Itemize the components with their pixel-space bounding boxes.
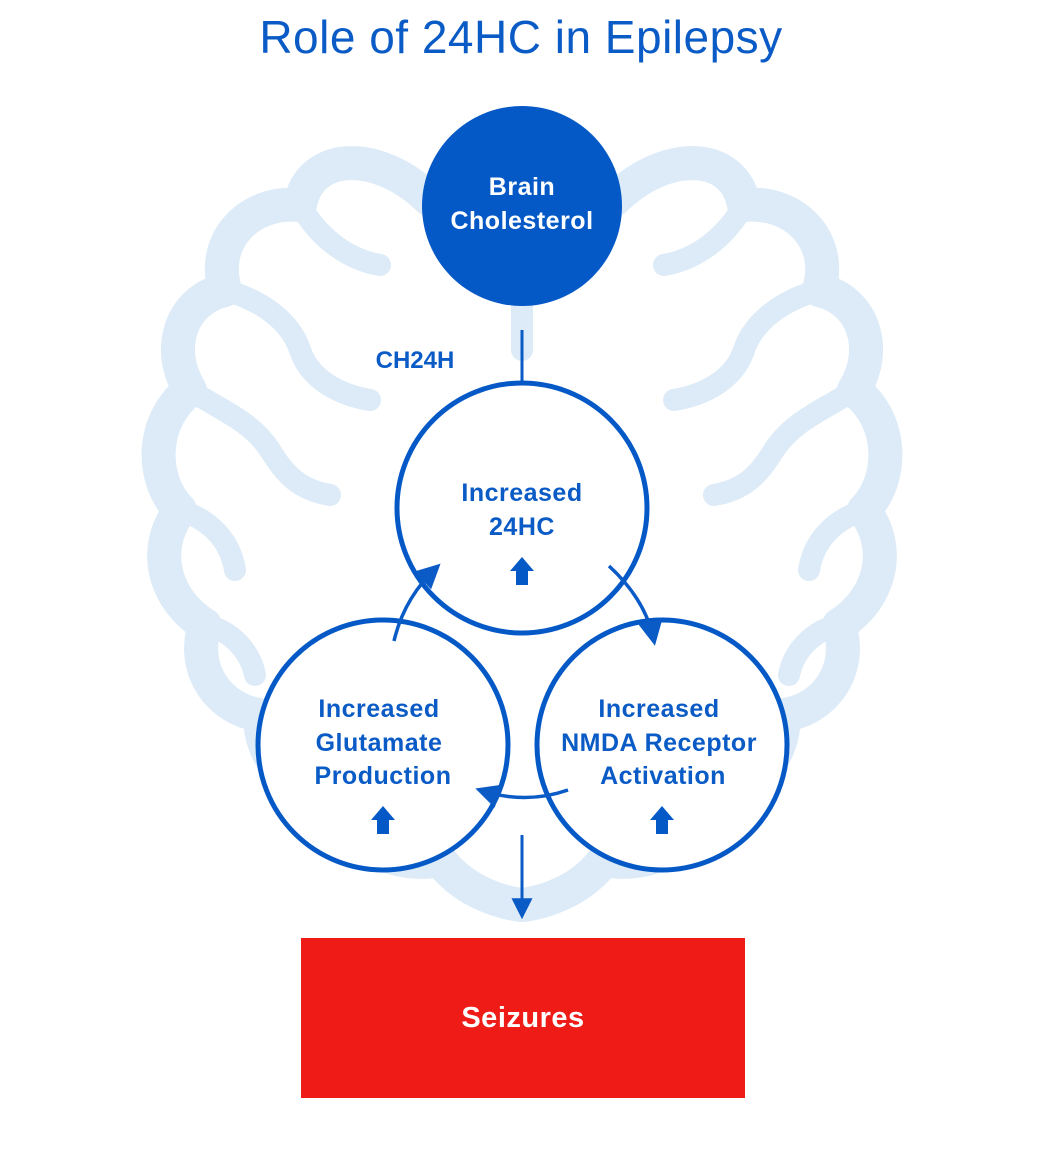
node-seizures: Seizures — [301, 938, 745, 1098]
diagram-title: Role of 24HC in Epilepsy — [259, 11, 783, 63]
arrow-glutamate-to-24hc — [392, 563, 441, 642]
nmda-line2: NMDA Receptor — [561, 729, 757, 757]
nmda-line1: Increased — [598, 695, 719, 723]
seizures-label: Seizures — [461, 1001, 585, 1034]
brain-cholesterol-line1: Brain — [489, 173, 555, 201]
nmda-line3: Activation — [600, 762, 726, 790]
increased-24hc-line2: 24HC — [489, 513, 555, 541]
glutamate-line3: Production — [315, 762, 452, 790]
brain-cholesterol-line2: Cholesterol — [450, 207, 593, 235]
up-arrow-icon — [510, 557, 534, 585]
up-arrow-icon — [650, 806, 674, 834]
arrow-24hc-to-nmda — [607, 564, 663, 646]
node-increased-glutamate: Increased Glutamate Production — [255, 617, 511, 873]
arrow-nmda-to-glutamate — [475, 784, 569, 808]
up-arrow-icon — [371, 806, 395, 834]
glutamate-line1: Increased — [318, 695, 439, 723]
node-increased-24hc: Increased 24HC — [394, 380, 650, 636]
node-increased-nmda: Increased NMDA Receptor Activation — [534, 617, 790, 873]
glutamate-line2: Glutamate — [316, 729, 443, 757]
increased-24hc-line1: Increased — [461, 479, 582, 507]
node-brain-cholesterol: Brain Cholesterol — [422, 106, 622, 306]
edge-label-ch24h: CH24H — [376, 347, 455, 374]
